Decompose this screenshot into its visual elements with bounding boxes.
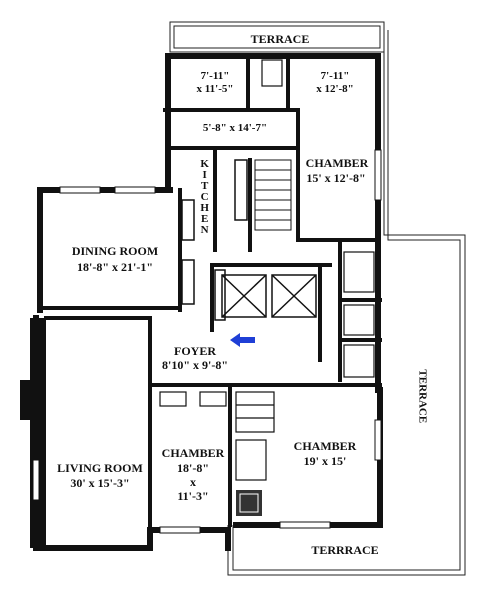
chamber-right-name: CHAMBER bbox=[293, 439, 357, 453]
windows bbox=[32, 149, 382, 534]
terrace-right-label: TERRACE bbox=[416, 369, 429, 424]
chamber-center-name: CHAMBER bbox=[161, 446, 225, 460]
left-arrow-icon bbox=[230, 333, 255, 347]
stair bbox=[254, 159, 292, 231]
bedroom-small-1-dims: 7'-11" x 11'-5" bbox=[196, 70, 234, 95]
terrace-bottom-label: TERRRACE bbox=[311, 543, 379, 557]
terrace-outlines bbox=[169, 21, 466, 576]
kitchen-counters bbox=[181, 159, 248, 321]
chamber-upper-dims: 15' x 12'-8" bbox=[306, 171, 366, 185]
chamber-upper-name: CHAMBER bbox=[305, 156, 369, 170]
hall-small-dims: 5'-8" x 14'-7" bbox=[202, 122, 268, 134]
terrace-top-label: TERRACE bbox=[250, 32, 310, 46]
dining-room-name: DINING ROOM bbox=[71, 244, 159, 258]
elevator-icon bbox=[221, 274, 317, 318]
bathrooms bbox=[261, 59, 375, 378]
closets bbox=[159, 391, 275, 481]
foyer-name: FOYER bbox=[174, 344, 216, 358]
chamber-right-dims: 19' x 15' bbox=[303, 454, 347, 468]
living-room-dims: 30' x 15'-3" bbox=[70, 476, 130, 490]
kitchen-label: KITCHEN bbox=[198, 158, 211, 235]
bedroom-small-2-dims: 7'-11" x 12'-8" bbox=[316, 70, 354, 95]
foyer-dims: 8'10" x 9'-8" bbox=[162, 358, 228, 372]
chamber-center-dims: 18'-8" x 11'-3" bbox=[177, 461, 209, 503]
dining-room-dims: 18'-8" x 21'-1" bbox=[77, 260, 153, 274]
fireplace bbox=[236, 490, 262, 516]
living-room-name: LIVING ROOM bbox=[57, 461, 143, 475]
